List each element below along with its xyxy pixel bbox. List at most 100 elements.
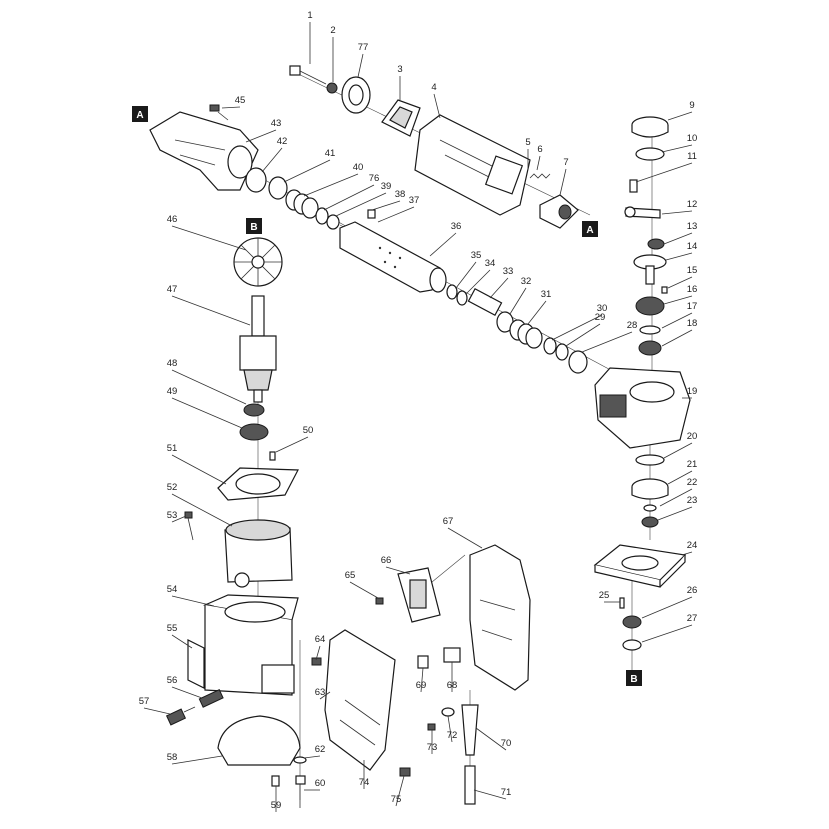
leader-line-69: [420, 667, 424, 693]
callout-label-18: 18: [687, 318, 698, 329]
callout-label-31: 31: [541, 289, 552, 300]
part-motor-housing-54: [202, 594, 299, 696]
part-ring-27: [622, 639, 642, 651]
part-spring-6: [529, 173, 551, 179]
callout-label-11: 11: [687, 151, 697, 162]
leader-line-14: [665, 252, 693, 261]
callout-label-64: 64: [315, 634, 326, 645]
callout-label-63: 63: [315, 687, 326, 698]
callout-label-72: 72: [447, 730, 458, 741]
leader-line-16: [663, 295, 693, 305]
leader-line-36: [429, 232, 457, 257]
leader-line-28: [581, 331, 633, 353]
leader-line-63: [319, 691, 331, 700]
part-ring-34: [456, 290, 468, 306]
callout-label-14: 14: [687, 241, 698, 252]
callout-label-30: 30: [597, 303, 608, 314]
part-screw-60: [295, 775, 306, 808]
part-ring-77: [341, 76, 371, 114]
part-label-55: [187, 639, 205, 689]
part-crank-12: [624, 206, 661, 219]
part-ring-17: [639, 325, 661, 335]
part-fan-46: [233, 237, 283, 287]
part-oring-10: [635, 147, 665, 161]
part-ring-35: [446, 284, 458, 300]
leader-line-47: [171, 295, 251, 326]
callout-label-41: 41: [325, 148, 336, 159]
part-cap-9: [631, 116, 669, 138]
leader-line-57: [143, 707, 171, 715]
part-ring-42: [245, 167, 267, 193]
leader-line-77: [357, 53, 364, 78]
callout-label-26: 26: [687, 585, 698, 596]
callout-label-54: 54: [167, 584, 178, 595]
leader-line-26: [641, 596, 693, 619]
callout-label-21: 21: [687, 459, 698, 470]
leader-line-76: [323, 184, 375, 211]
callout-label-7: 7: [563, 157, 568, 168]
reference-label-b: B: [250, 222, 257, 233]
part-screw-73: [427, 723, 436, 731]
leader-line-43: [245, 129, 277, 143]
callout-label-42: 42: [277, 136, 288, 147]
part-handle-74: [324, 629, 396, 771]
leader-line-13: [663, 232, 693, 245]
callout-label-27: 27: [687, 613, 698, 624]
part-bearing-16: [635, 296, 665, 316]
part-washer-62: [293, 756, 307, 764]
part-cap-57: [165, 706, 196, 726]
part-field-52: [224, 519, 293, 588]
part-spring-40: [285, 189, 319, 219]
leader-line-22: [659, 488, 693, 507]
part-cover-58: [217, 715, 301, 766]
callout-label-4: 4: [431, 82, 436, 93]
leader-line-4: [433, 93, 441, 119]
part-ring-22: [643, 504, 657, 512]
part-bearing-13: [647, 238, 665, 250]
callout-label-68: 68: [447, 680, 458, 691]
leader-line-66: [385, 566, 411, 575]
callout-label-38: 38: [395, 189, 406, 200]
callout-label-25: 25: [599, 590, 610, 601]
leader-line-70: [475, 727, 507, 751]
callout-label-69: 69: [416, 680, 427, 691]
part-block-68: [443, 647, 461, 663]
reference-label-a: A: [586, 225, 593, 236]
callout-label-5: 5: [525, 137, 530, 148]
part-clamp-72: [441, 707, 455, 717]
callout-label-70: 70: [501, 738, 512, 749]
leader-line-31: [527, 300, 547, 325]
leader-line-23: [657, 506, 693, 521]
part-pin-11: [629, 179, 638, 193]
part-ring-76: [315, 207, 329, 225]
callout-label-16: 16: [687, 284, 698, 295]
leader-line-50: [275, 436, 309, 453]
part-frame-4: [414, 114, 531, 216]
leader-line-7: [559, 168, 567, 196]
callout-label-71: 71: [501, 787, 512, 798]
part-grip-70: [461, 704, 479, 756]
callout-label-1: 1: [307, 10, 312, 21]
part-cord-71: [464, 765, 476, 805]
callout-label-60: 60: [315, 778, 326, 789]
part-brush-holder-56: [198, 689, 224, 708]
part-gear-14: [633, 254, 667, 285]
leader-line-39: [335, 192, 387, 217]
callout-label-43: 43: [271, 118, 282, 129]
callout-label-13: 13: [687, 221, 698, 232]
reference-box-a: [132, 106, 148, 122]
callout-label-17: 17: [687, 301, 698, 312]
callout-label-57: 57: [139, 696, 150, 707]
callout-label-59: 59: [271, 800, 282, 811]
callout-label-77: 77: [358, 42, 369, 53]
leader-line-30: [551, 314, 603, 341]
callout-label-66: 66: [381, 555, 392, 566]
part-ring-29: [555, 343, 569, 361]
leader-line-11: [635, 162, 693, 183]
callout-label-55: 55: [167, 623, 178, 634]
callout-label-52: 52: [167, 482, 178, 493]
part-pin-38: [367, 209, 376, 219]
